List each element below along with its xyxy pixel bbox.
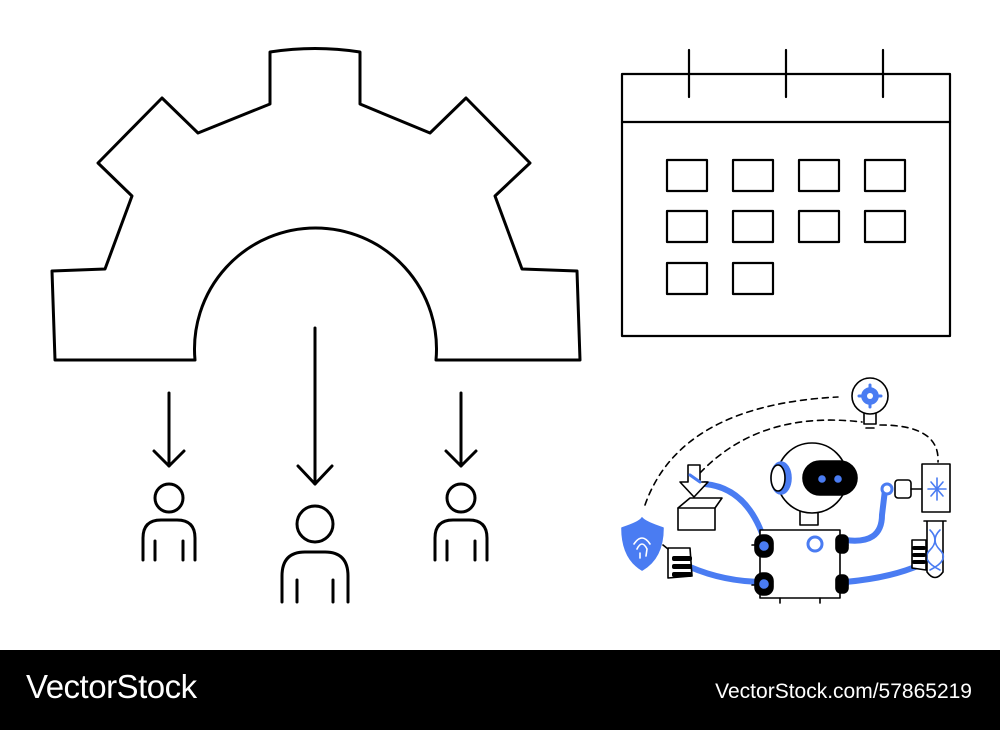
asset-id: VectorStock.com/57865219: [715, 680, 972, 703]
shield-fingerprint-icon: [621, 517, 669, 571]
arrow-down-icon: [296, 326, 334, 486]
arrow-down-icon: [444, 391, 478, 468]
watermark-footer: VectorStock VectorStock.com/57865219: [0, 650, 1000, 730]
robot-icon: [751, 442, 858, 604]
person-icon: [141, 482, 197, 562]
brand-logo: VectorStock: [26, 668, 197, 705]
calendar-icon: [620, 48, 952, 338]
lightbulb-icon: [851, 377, 889, 429]
gear-icon: [50, 47, 582, 362]
person-icon: [280, 504, 350, 604]
test-tube-dna-icon: [911, 520, 947, 579]
package-icon: [677, 464, 723, 531]
microscope-slide-icon: [880, 463, 951, 513]
arrow-down-icon: [152, 391, 186, 468]
person-icon: [433, 482, 489, 562]
robot-scene: [621, 377, 951, 604]
illustration: [50, 47, 952, 604]
